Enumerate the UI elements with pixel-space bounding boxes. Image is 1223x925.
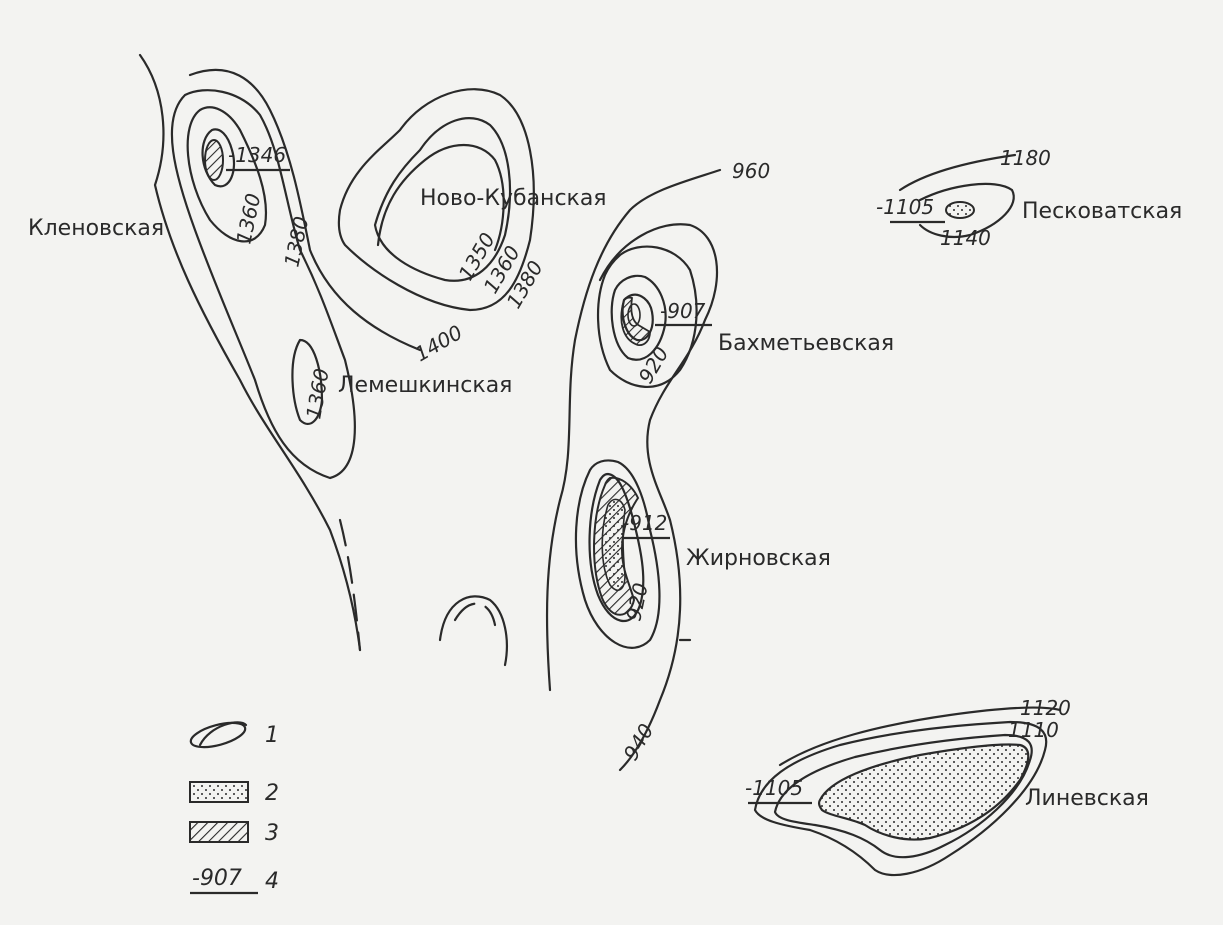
legend-label-2: 2 [265,781,279,806]
legend-label-1: 1 [265,723,279,748]
field-name-linevskaya: Линевская [1025,786,1149,811]
field-name-klenovskaya: Кленовская [28,216,164,241]
klenovskaya-contours [138,53,422,652]
isoline-label-1110: 1110 [1008,718,1059,742]
field-name-lemeshkinskaya: Лемешкинская [338,373,512,398]
isoline-label-1140: 1140 [940,226,991,250]
isoline-label-1180: 1180 [1000,146,1051,170]
peskovatskaya-contours [898,153,1017,239]
depth-label-peskovatskaya: -1105 [876,195,934,219]
linevskaya-contours [753,706,1062,877]
isoline-label-960: 960 [732,159,770,183]
bakhmetyevskaya-contours [438,168,722,772]
legend-label-4: 4 [265,869,279,894]
novokubanskaya-contours [337,88,535,312]
legend-item-gas: 3 [189,821,279,846]
field-name-peskovatskaya: Песковатская [1022,199,1182,224]
depth-label-bakhmetyevskaya: -907 [660,299,706,323]
legend: 1 2 3 -907 4 [189,721,279,895]
isoline-label-940: 940 [619,719,659,764]
field-name-zhirnovskaya: Жирновская [686,546,831,571]
isoline-label-1400: 1400 [411,320,467,366]
isoline-label-l1360: 1360 [301,367,333,421]
legend-item-isoline: 1 [189,721,279,749]
depth-label-klenovskaya: -1346 [228,143,286,167]
legend-item-oil: 2 [189,781,279,806]
field-name-bakhmetyevskaya: Бахметьевская [718,331,894,356]
isoline-label-k1380: 1380 [279,214,313,269]
legend-item-depth: -907 4 [190,866,279,895]
isoline-label-k1360: 1360 [231,191,265,246]
depth-label-linevskaya: -1105 [745,776,803,800]
legend-label-3: 3 [265,821,279,846]
depth-label-zhirnovskaya: -912 [622,511,667,535]
isoline-label-1120: 1120 [1020,696,1071,720]
field-name-novokubanskaya: Ново-Кубанская [420,186,607,211]
legend-depth-value: -907 [192,866,242,891]
